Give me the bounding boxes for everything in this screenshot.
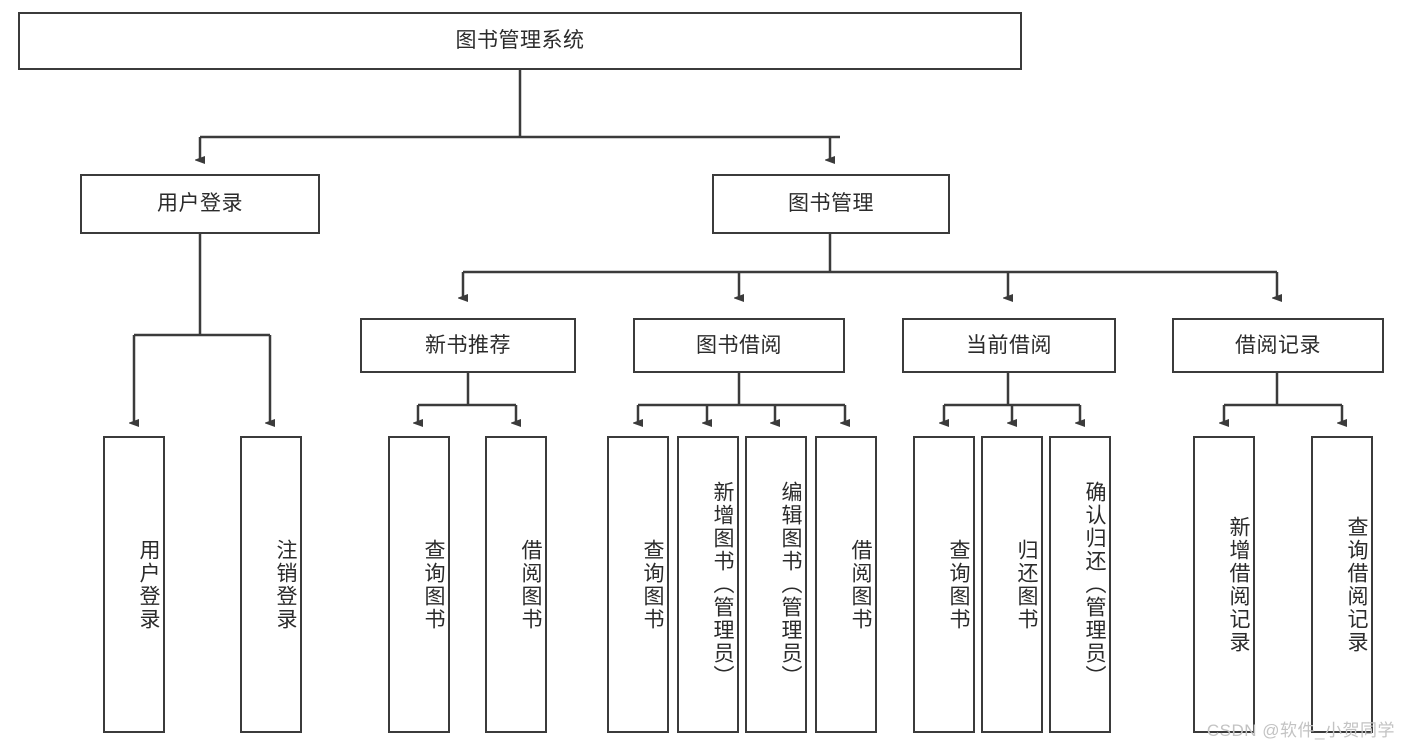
node-label: 确认归还（管理员）	[1083, 481, 1106, 688]
node-label: 新增图书（管理员）	[711, 481, 734, 688]
node-book-borrowing[interactable]: 图书借阅	[633, 318, 845, 373]
leaf-book-borrow-edit-book-admin[interactable]: 编辑图书（管理员）	[745, 436, 807, 733]
leaf-user-login-logout[interactable]: 注销登录	[240, 436, 302, 733]
node-label: 注销登录	[274, 538, 297, 631]
node-label: 借阅记录	[1235, 333, 1321, 357]
node-label: 查询图书	[641, 538, 664, 631]
leaf-current-borrow-query-book[interactable]: 查询图书	[913, 436, 975, 733]
leaf-book-borrow-query-book[interactable]: 查询图书	[607, 436, 669, 733]
node-label: 查询借阅记录	[1345, 515, 1368, 654]
node-book-management[interactable]: 图书管理	[712, 174, 950, 234]
leaf-book-borrow-add-book-admin[interactable]: 新增图书（管理员）	[677, 436, 739, 733]
leaf-current-borrow-return-book[interactable]: 归还图书	[981, 436, 1043, 733]
node-current-borrowing[interactable]: 当前借阅	[902, 318, 1116, 373]
leaf-borrow-record-add-record[interactable]: 新增借阅记录	[1193, 436, 1255, 733]
node-label: 图书管理系统	[455, 29, 585, 53]
node-label: 用户登录	[137, 538, 160, 631]
node-label: 新增借阅记录	[1227, 515, 1250, 654]
leaf-book-borrow-borrow-book[interactable]: 借阅图书	[815, 436, 877, 733]
leaf-borrow-record-query-record[interactable]: 查询借阅记录	[1311, 436, 1373, 733]
node-label: 图书借阅	[696, 333, 782, 357]
node-label: 新书推荐	[425, 333, 511, 357]
leaf-new-book-borrow-book[interactable]: 借阅图书	[485, 436, 547, 733]
node-label: 归还图书	[1015, 538, 1038, 631]
node-label: 借阅图书	[849, 538, 872, 631]
node-label: 用户登录	[157, 192, 243, 216]
leaf-new-book-query-book[interactable]: 查询图书	[388, 436, 450, 733]
node-label: 查询图书	[947, 538, 970, 631]
node-label: 当前借阅	[966, 333, 1052, 357]
watermark-text: CSDN @软件_小贺同学	[1206, 721, 1395, 740]
node-borrowing-record[interactable]: 借阅记录	[1172, 318, 1384, 373]
leaf-user-login-login[interactable]: 用户登录	[103, 436, 165, 733]
node-label: 借阅图书	[519, 538, 542, 631]
node-label: 图书管理	[788, 192, 874, 216]
node-label: 查询图书	[422, 538, 445, 631]
node-label: 编辑图书（管理员）	[779, 481, 802, 688]
node-root-book-management-system[interactable]: 图书管理系统	[18, 12, 1022, 70]
node-user-login[interactable]: 用户登录	[80, 174, 320, 234]
leaf-current-borrow-confirm-return-admin[interactable]: 确认归还（管理员）	[1049, 436, 1111, 733]
node-new-book-recommendation[interactable]: 新书推荐	[360, 318, 576, 373]
